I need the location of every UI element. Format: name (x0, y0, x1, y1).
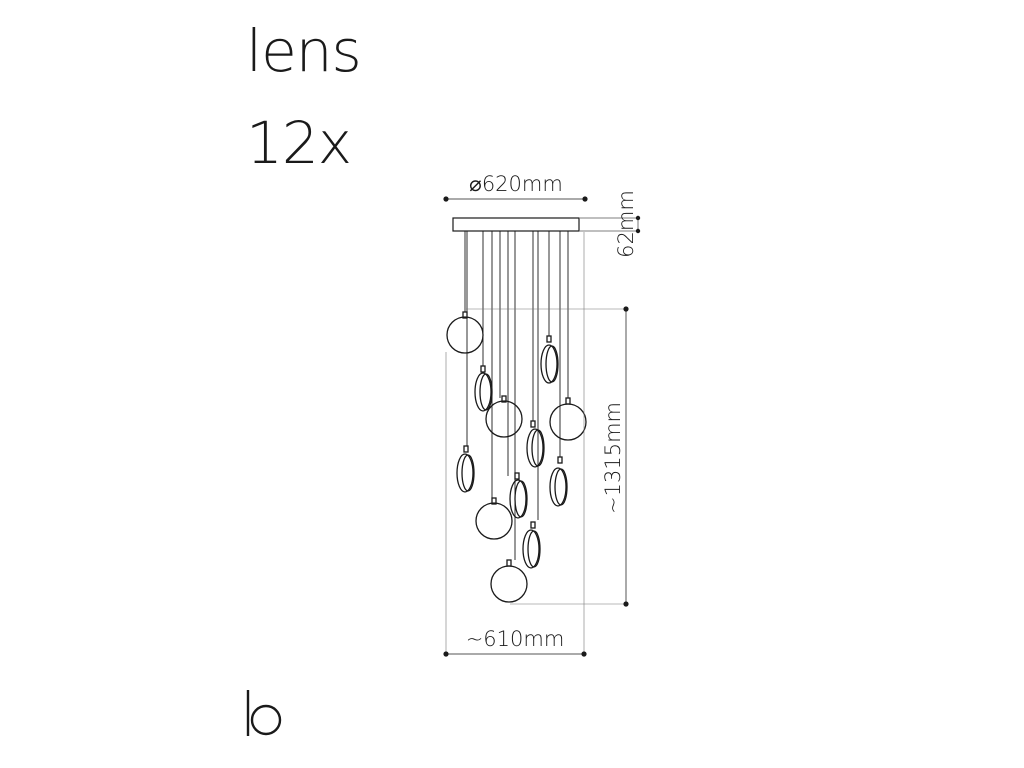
pendant-10 (475, 497, 513, 540)
pendant-9 (509, 472, 528, 519)
canopy-diameter-dimension: ⌀620mm (443, 172, 588, 202)
cables (464, 231, 569, 560)
cluster-width-dimension: ~610mm (443, 232, 587, 657)
canopy-height-label: 62mm (614, 190, 638, 258)
cluster-width-label: ~610mm (466, 627, 565, 651)
pendant-2 (474, 365, 493, 412)
pendant-3 (485, 395, 523, 438)
product-name: lens (246, 17, 362, 85)
pendant-11 (522, 521, 541, 569)
b-logo-icon (246, 690, 282, 736)
pendant-8 (549, 456, 568, 507)
canopy-height-dimension: 62mm (580, 190, 641, 258)
pendant-7 (456, 445, 475, 493)
pendants (446, 311, 587, 603)
canopy-diameter-label: ⌀620mm (469, 172, 563, 196)
pendant-4 (540, 335, 559, 384)
pendant-6 (526, 420, 545, 468)
product-variant: 12x (246, 109, 352, 177)
pendant-5 (549, 397, 587, 441)
pendant-1 (446, 311, 484, 354)
canopy (452, 217, 580, 232)
drop-height-dimension: ~1315mm (466, 306, 629, 607)
pendant-12 (490, 559, 528, 603)
drop-height-label: ~1315mm (601, 402, 625, 514)
